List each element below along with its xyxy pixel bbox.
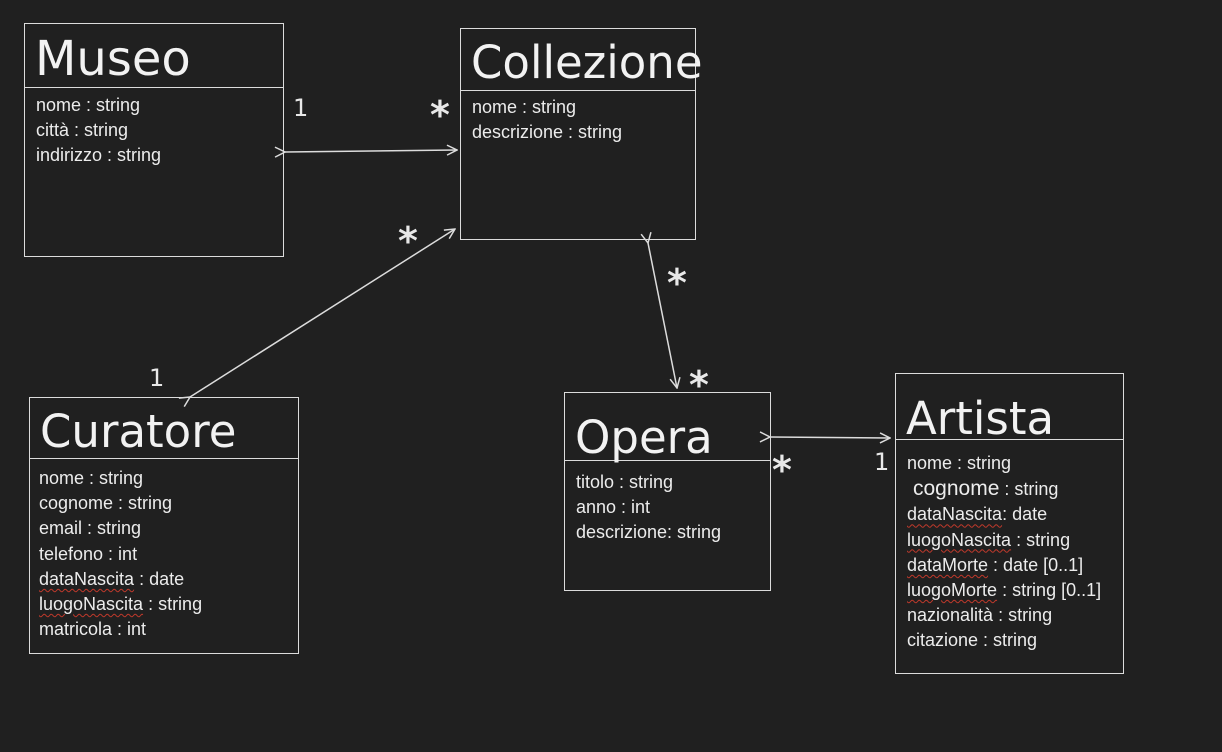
attributes-artista: nome : string cognome : string dataNasci… bbox=[907, 451, 1101, 654]
class-name-curatore: Curatore bbox=[30, 398, 298, 459]
attributes-museo: nome : string città : string indirizzo :… bbox=[36, 93, 161, 169]
association-museo-collezione bbox=[285, 150, 457, 152]
class-curatore[interactable]: Curatore nome : string cognome : string … bbox=[29, 397, 299, 654]
class-artista[interactable]: Artista nome : string cognome : string d… bbox=[895, 373, 1124, 674]
class-collezione[interactable]: Collezione nome : string descrizione : s… bbox=[460, 28, 703, 240]
attribute: città : string bbox=[36, 120, 129, 141]
attribute: dataMorte : date [0..1] bbox=[907, 553, 1101, 578]
attribute: telefono : int bbox=[39, 543, 138, 564]
multiplicity-collezione-end-opera: * bbox=[667, 261, 687, 305]
attribute-type: : date bbox=[1002, 504, 1048, 525]
attribute-name: cognome bbox=[913, 477, 1000, 501]
association-collezione-opera bbox=[648, 243, 677, 388]
attribute-type: : date [0..1] bbox=[988, 554, 1084, 575]
class-museo[interactable]: Museo nome : string città : string indir… bbox=[24, 23, 284, 257]
association-opera-artista bbox=[770, 437, 890, 438]
attribute: titolo : string bbox=[576, 472, 674, 492]
attribute-type: : string bbox=[1011, 529, 1071, 550]
attribute-name: luogoNascita bbox=[39, 594, 144, 615]
attribute: nazionalità : string bbox=[907, 605, 1053, 626]
attribute: indirizzo : string bbox=[36, 145, 162, 166]
attribute: email : string bbox=[39, 518, 142, 539]
attribute: nome : string bbox=[907, 453, 1012, 473]
attribute: citazione : string bbox=[907, 630, 1038, 651]
attribute-name: luogoMorte bbox=[907, 580, 998, 601]
attribute: nome : string bbox=[472, 97, 577, 117]
attributes-opera: titolo : string anno : int descrizione: … bbox=[576, 470, 721, 546]
attribute: descrizione: string bbox=[576, 522, 722, 543]
class-name-artista: Artista bbox=[896, 374, 1123, 445]
class-name-collezione: Collezione bbox=[461, 29, 703, 91]
attributes-collezione: nome : string descrizione : string bbox=[472, 95, 622, 145]
attribute-type: : string bbox=[143, 594, 203, 615]
multiplicity-museo-end: 1 bbox=[293, 94, 309, 122]
attribute: dataNascita : date bbox=[39, 567, 202, 592]
multiplicity-artista-end: 1 bbox=[874, 448, 890, 476]
attribute: matricola : int bbox=[39, 619, 147, 640]
class-name-opera: Opera bbox=[565, 393, 770, 464]
multiplicity-collezione-end-museo: * bbox=[430, 93, 450, 137]
multiplicity-collezione-end-curatore: * bbox=[398, 219, 418, 263]
class-opera[interactable]: Opera titolo : string anno : int descriz… bbox=[564, 392, 771, 591]
attribute-type: : date bbox=[134, 568, 185, 589]
attribute: dataNascita: date bbox=[907, 502, 1101, 527]
attribute-name: dataNascita bbox=[907, 504, 1003, 525]
class-name-museo: Museo bbox=[25, 24, 283, 88]
attribute-type: : string bbox=[999, 479, 1059, 500]
attribute-type: : string [0..1] bbox=[997, 580, 1102, 601]
attribute: nome : string bbox=[36, 95, 141, 115]
multiplicity-opera-end-artista: * bbox=[772, 448, 792, 492]
attribute-name: dataNascita bbox=[39, 568, 135, 589]
association-curatore-collezione bbox=[190, 229, 455, 397]
attribute: luogoMorte : string [0..1] bbox=[907, 578, 1101, 603]
attribute-name: luogoNascita bbox=[907, 529, 1012, 550]
attribute: luogoNascita : string bbox=[907, 528, 1101, 553]
multiplicity-opera-end-collezione: * bbox=[689, 363, 709, 407]
attribute: cognome : string bbox=[907, 476, 1101, 502]
attribute: nome : string bbox=[39, 468, 144, 488]
attribute-name: dataMorte bbox=[907, 554, 989, 575]
multiplicity-curatore-end: 1 bbox=[149, 364, 165, 392]
attribute: anno : int bbox=[576, 497, 651, 518]
attribute: cognome : string bbox=[39, 493, 173, 514]
attribute: luogoNascita : string bbox=[39, 592, 202, 617]
attributes-curatore: nome : string cognome : string email : s… bbox=[39, 466, 202, 642]
attribute: descrizione : string bbox=[472, 122, 623, 143]
